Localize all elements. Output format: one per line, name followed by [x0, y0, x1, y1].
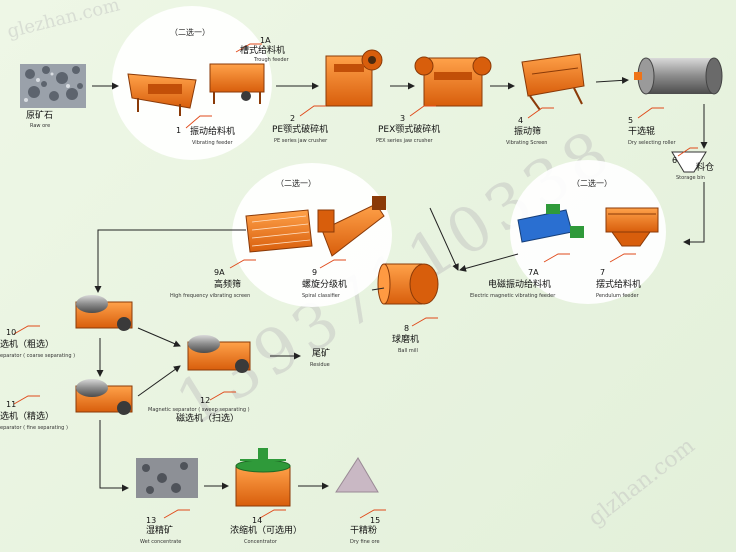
spiral-classifier-label-en: Spiral classifier	[302, 294, 340, 299]
dry-roller-number: 5	[628, 116, 633, 125]
dry-fine-ore-label: 干精粉	[350, 527, 377, 537]
ball-mill-label-en: Ball mill	[398, 349, 418, 354]
dry-roller-label: 干选辊	[628, 128, 655, 138]
electromagnetic-feeder-number: 7A	[528, 268, 539, 277]
concentrator-icon	[236, 448, 290, 506]
dry-roller-label-en: Dry selecting roller	[628, 141, 676, 146]
separator-10-label: 选机（粗选）	[0, 341, 54, 351]
trough-feeder-label-en: Trough feeder	[254, 58, 289, 63]
storage-bin-number: 6	[672, 156, 677, 165]
ball-mill-number: 8	[404, 324, 409, 333]
trough-feeder-number: 1A	[260, 36, 271, 45]
separator-12-number: 12	[200, 396, 210, 405]
choose-one-label-right: （二选一）	[572, 178, 612, 189]
magnetic-separator-12-icon	[188, 335, 250, 373]
vibrating-feeder-number: 1	[176, 126, 181, 135]
spiral-classifier-number: 9	[312, 268, 317, 277]
pe-jaw-crusher-number: 2	[290, 114, 295, 123]
wet-concentrate-label-en: Wet concentrate	[140, 540, 181, 545]
wet-concentrate-number: 13	[146, 516, 156, 525]
separator-10-number: 10	[6, 328, 16, 337]
electromagnetic-feeder-label: 电磁振动给料机	[488, 281, 551, 291]
high-frequency-screen-icon	[246, 210, 312, 252]
pe-jaw-crusher-icon	[326, 50, 382, 106]
concentrator-label: 浓缩机（可选用）	[230, 527, 302, 537]
vibrating-screen-icon	[522, 54, 584, 110]
trough-feeder-label: 槽式给料机	[240, 47, 285, 57]
separator-12-label: 磁选机（扫选）	[176, 415, 239, 425]
dry-fine-ore-number: 15	[370, 516, 380, 525]
concentrator-number: 14	[252, 516, 262, 525]
choose-one-label-top: （二选一）	[170, 27, 210, 38]
pendulum-feeder-number: 7	[600, 268, 605, 277]
spiral-classifier-label: 螺旋分级机	[302, 281, 347, 291]
choose-one-label-left: （二选一）	[276, 178, 316, 189]
high-frequency-screen-label: 高频筛	[214, 281, 241, 291]
pex-jaw-crusher-number: 3	[400, 114, 405, 123]
pendulum-feeder-label-en: Pendulum feeder	[596, 294, 639, 299]
separator-11-number: 11	[6, 400, 16, 409]
raw-ore-label: 原矿石	[26, 112, 53, 122]
pe-jaw-crusher-label-en: PE series jaw crusher	[274, 139, 327, 144]
storage-bin-label: 料仓	[696, 164, 714, 174]
wet-concentrate-image	[136, 458, 198, 498]
dry-selecting-roller-icon	[634, 58, 722, 94]
separator-10-label-en: eparator ( coarse separating )	[0, 354, 75, 359]
magnetic-separator-10-icon	[76, 295, 132, 331]
pe-jaw-crusher-label: PE颚式破碎机	[272, 126, 328, 136]
vibrating-feeder-label: 振动给料机	[190, 128, 235, 138]
dry-fine-ore-icon	[336, 458, 378, 492]
ball-mill-label: 球磨机	[392, 336, 419, 346]
electromagnetic-feeder-label-en: Electric magnetic vibrating feeder	[470, 294, 555, 299]
vibrating-screen-label-en: Vibrating Screen	[506, 141, 547, 146]
raw-ore-image	[20, 64, 86, 108]
high-frequency-screen-label-en: High frequency vibrating screen	[170, 294, 250, 299]
storage-bin-label-en: Storage bin	[676, 176, 705, 181]
wet-concentrate-label: 湿精矿	[146, 527, 173, 537]
pendulum-feeder-label: 摆式给料机	[596, 281, 641, 291]
vibrating-screen-label: 振动筛	[514, 128, 541, 138]
vibrating-feeder-label-en: Vibrating feeder	[192, 141, 233, 146]
separator-12-label-en: Magnetic separator ( sweep separating )	[148, 408, 250, 413]
separator-11-label: 选机（精选）	[0, 413, 54, 423]
residue-label-en: Residue	[310, 363, 330, 368]
high-frequency-screen-number: 9A	[214, 268, 225, 277]
pex-jaw-crusher-icon	[415, 57, 491, 106]
dry-fine-ore-label-en: Dry fine ore	[350, 540, 380, 545]
vibrating-screen-number: 4	[518, 116, 523, 125]
residue-label: 尾矿	[312, 350, 330, 360]
pex-jaw-crusher-label-en: PEX series jaw crusher	[376, 139, 433, 144]
pex-jaw-crusher-label: PEX颚式破碎机	[378, 126, 440, 136]
separator-11-label-en: eparator ( fine separating )	[0, 426, 68, 431]
ball-mill-icon	[378, 264, 438, 304]
raw-ore-label-en: Raw ore	[30, 124, 50, 129]
concentrator-label-en: Concentrator	[244, 540, 277, 545]
magnetic-separator-11-icon	[76, 379, 132, 415]
